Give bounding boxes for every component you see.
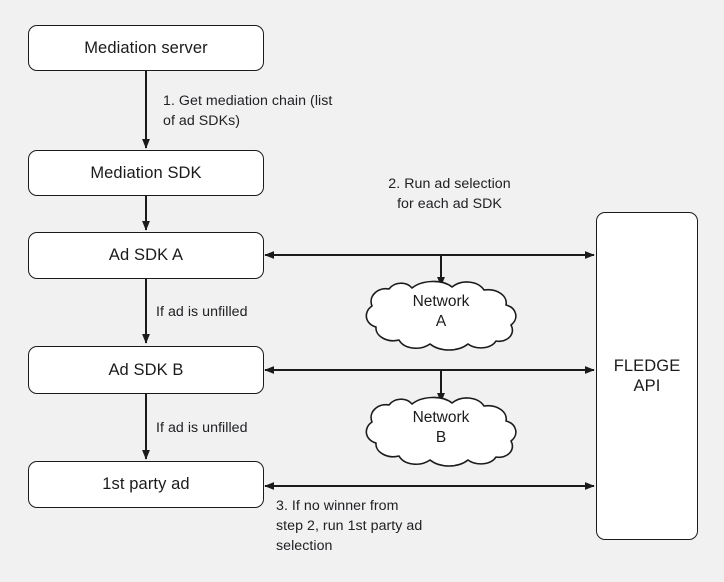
node-ad-sdk-b-label: Ad SDK B: [108, 360, 184, 379]
network-a-cloud-shape: [365, 280, 517, 351]
node-first-party-ad-label: 1st party ad: [102, 475, 190, 494]
node-first-party-ad[interactable]: 1st party ad: [28, 461, 264, 508]
node-ad-sdk-a[interactable]: Ad SDK A: [28, 232, 264, 279]
network-b-cloud-shape: [365, 396, 517, 467]
node-ad-sdk-a-label: Ad SDK A: [108, 246, 184, 265]
node-mediation-sdk[interactable]: Mediation SDK: [28, 150, 264, 196]
edge-label-step-1: 1. Get mediation chain (list of ad SDKs): [163, 93, 333, 130]
node-mediation-server[interactable]: Mediation server: [28, 25, 264, 71]
edge-label-unfilled-a: If ad is unfilled: [156, 304, 248, 320]
edge-label-step-3: 3. If no winner from step 2, run 1st par…: [276, 498, 423, 555]
node-mediation-server-label: Mediation server: [84, 38, 208, 57]
edge-label-step-2: 2. Run ad selection for each ad SDK: [388, 176, 511, 213]
node-fledge-api-label: FLEDGE API: [613, 356, 681, 395]
node-fledge-api[interactable]: FLEDGE API: [596, 212, 698, 540]
node-ad-sdk-b[interactable]: Ad SDK B: [28, 346, 264, 394]
edge-label-unfilled-b: If ad is unfilled: [156, 420, 248, 436]
node-mediation-sdk-label: Mediation SDK: [90, 163, 202, 182]
